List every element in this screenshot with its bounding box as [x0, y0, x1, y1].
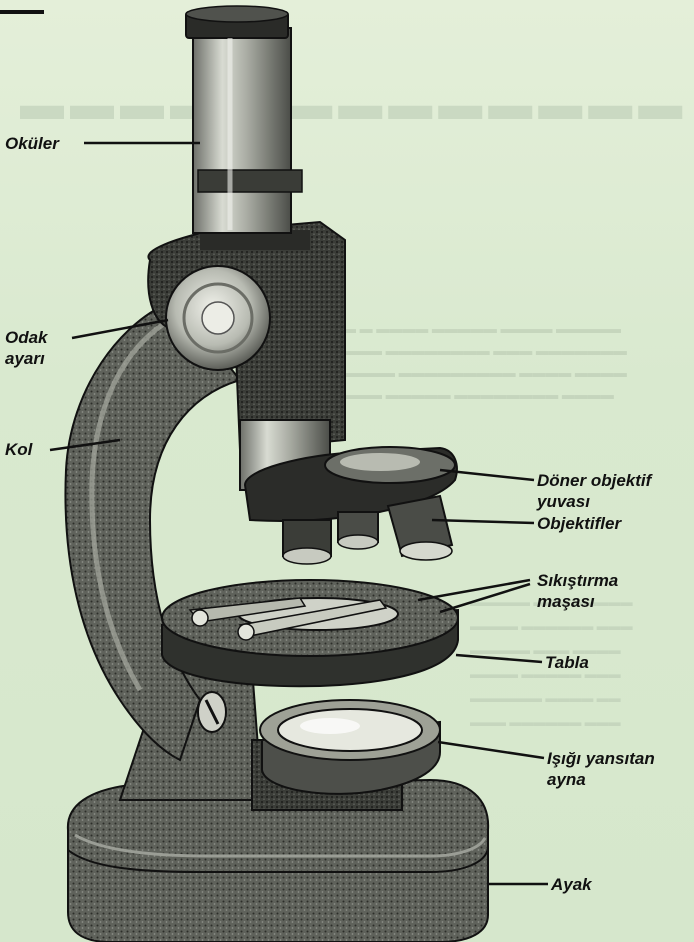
label-odak-ayari: Odak ayarı — [5, 327, 48, 369]
objective-3 — [388, 496, 452, 560]
label-okuler: Oküler — [5, 133, 59, 154]
label-objektifler: Objektifler — [537, 513, 621, 534]
label-sikistirma-line2: maşası — [537, 591, 618, 612]
label-isigi-line2: ayna — [547, 769, 655, 790]
leader-tabla — [456, 655, 542, 662]
objective-2 — [338, 512, 378, 549]
corner-rule — [0, 10, 44, 14]
label-doner-line1: Döner objektif — [537, 470, 651, 491]
mirror — [260, 700, 440, 794]
focus-knob — [166, 266, 270, 370]
label-isigi-yansitan-ayna: Işığı yansıtan ayna — [547, 748, 655, 790]
label-odak-line1: Odak — [5, 327, 48, 348]
label-doner-line2: yuvası — [537, 491, 651, 512]
label-sikistirma-line1: Sıkıştırma — [537, 570, 618, 591]
label-ayak: Ayak — [551, 874, 592, 895]
label-doner-objektif-yuvasi: Döner objektif yuvası — [537, 470, 651, 512]
leader-ayna — [438, 742, 544, 758]
objective-1 — [283, 520, 331, 564]
stage-table — [162, 580, 458, 686]
label-sikistirma-masasi: Sıkıştırma maşası — [537, 570, 618, 612]
label-odak-line2: ayarı — [5, 348, 48, 369]
label-isigi-line1: Işığı yansıtan — [547, 748, 655, 769]
label-kol: Kol — [5, 439, 32, 460]
eyepiece — [186, 6, 302, 233]
label-tabla: Tabla — [545, 652, 589, 673]
